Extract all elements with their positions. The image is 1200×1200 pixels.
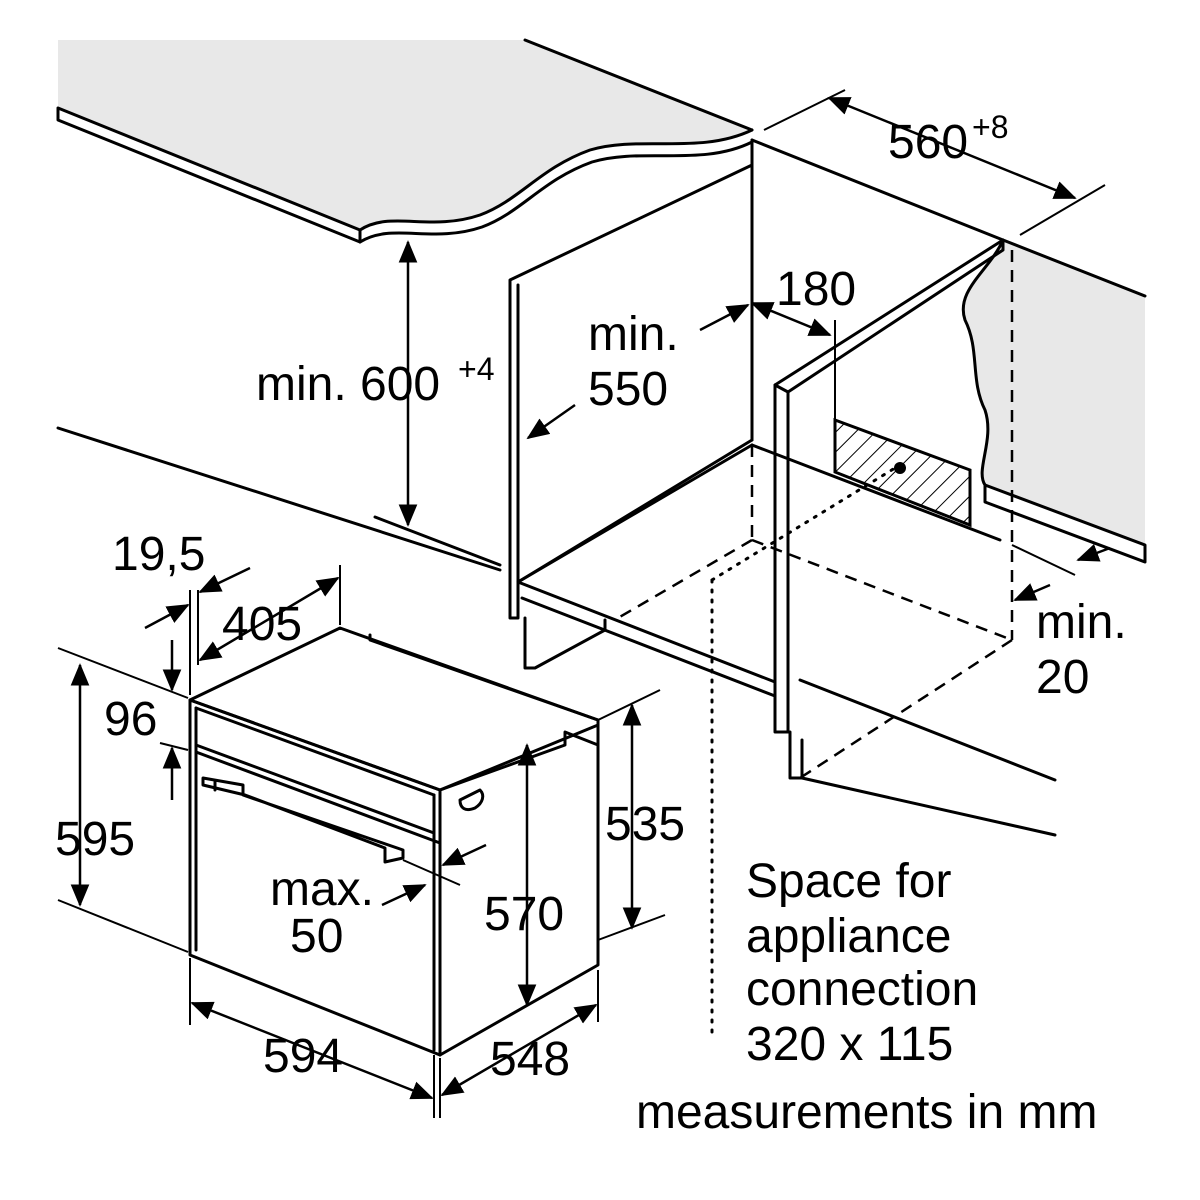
- niche-width-tolerance: +8: [972, 109, 1008, 145]
- rear-gap-line2: 20: [1036, 651, 1089, 704]
- connection-note-line1: Space for: [746, 855, 951, 908]
- niche-depth-line2: 550: [588, 363, 668, 416]
- kitchen-cabinet: [56, 138, 1057, 1042]
- panel-height-label: 96: [104, 693, 157, 746]
- countertop-right: [961, 238, 1147, 564]
- front-panel-thickness-label: 19,5: [112, 528, 205, 581]
- connection-note-line2: appliance: [746, 910, 952, 963]
- connection-note-line4: 320 x 115: [746, 1018, 953, 1071]
- connection-note-line3: connection: [746, 963, 978, 1016]
- total-height-label: 595: [55, 813, 135, 866]
- dimension-lines: [57, 89, 1111, 1118]
- appliance-width-label: 594: [263, 1030, 343, 1083]
- dimension-labels: 560 +8 min. 600 +4 min. 550 180 min. 20 …: [55, 109, 1127, 1086]
- niche-width-value: 560: [888, 116, 968, 169]
- body-height-a-label: 535: [605, 798, 685, 851]
- countertop-left: [56, 38, 754, 244]
- units-footer: measurements in mm: [636, 1086, 1097, 1139]
- top-offset-label: 405: [222, 598, 302, 651]
- niche-height-label: min. 600: [256, 358, 440, 411]
- appliance-depth-label: 548: [490, 1033, 570, 1086]
- handle-projection-line2: 50: [290, 910, 343, 963]
- connection-note: Space for appliance connection 320 x 115: [746, 855, 978, 1071]
- connection-offset-label: 180: [776, 263, 856, 316]
- handle-projection-line1: max.: [270, 863, 374, 916]
- niche-height-tolerance: +4: [458, 351, 494, 387]
- niche-depth-line1: min.: [588, 308, 679, 361]
- rear-gap-line1: min.: [1036, 596, 1127, 649]
- body-height-b-label: 570: [484, 888, 564, 941]
- oven: [188, 626, 600, 1057]
